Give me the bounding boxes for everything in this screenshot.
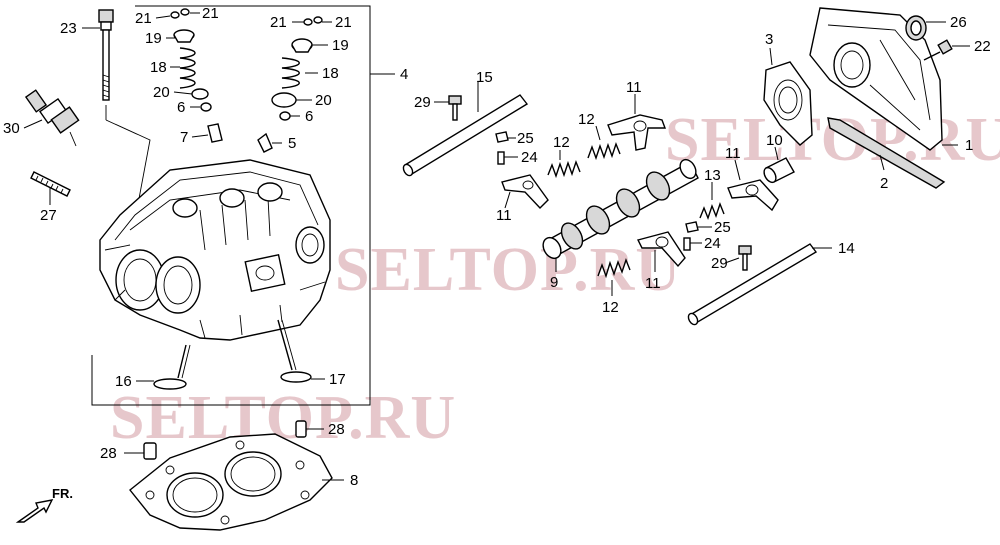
- callout-14: 14: [838, 240, 855, 257]
- rocker-arm-b: [607, 114, 667, 151]
- callout-12-left: 12: [553, 134, 570, 151]
- callout-30: 30: [3, 120, 20, 137]
- cover-bolt: [923, 39, 953, 61]
- exhaust-valve: [277, 319, 312, 383]
- callout-20-left: 20: [153, 84, 170, 101]
- adjust-nut-upper: [495, 131, 509, 143]
- callout-21-b: 21: [202, 5, 219, 22]
- rocker-arm-d: [636, 231, 686, 268]
- callout-16: 16: [115, 373, 132, 390]
- adjust-screw-lower: [683, 237, 691, 251]
- callout-22: 22: [974, 38, 991, 55]
- callout-25-lower: 25: [714, 219, 731, 236]
- spark-plug: [24, 89, 80, 147]
- callout-11-bottom: 11: [645, 275, 661, 292]
- callout-18-left: 18: [150, 59, 167, 76]
- callout-24-upper: 24: [521, 149, 538, 166]
- cam-cover: [809, 7, 943, 151]
- callout-11-top: 11: [626, 79, 642, 96]
- adjust-screw-upper: [497, 151, 505, 165]
- intake-valve: [153, 344, 191, 390]
- callout-21-a: 21: [135, 10, 152, 27]
- callout-28-right: 28: [328, 421, 345, 438]
- callout-9: 9: [550, 274, 558, 291]
- callout-10: 10: [766, 132, 783, 149]
- callout-23: 23: [60, 20, 77, 37]
- callout-13: 13: [704, 167, 721, 184]
- watermark-top-right: SELTOP.RU: [665, 106, 1000, 174]
- callout-17: 17: [329, 371, 346, 388]
- front-direction-label: FR.: [52, 486, 73, 501]
- valve-parts-left: [170, 8, 223, 143]
- adjust-nut-lower: [685, 221, 699, 233]
- spring-13: [699, 201, 725, 221]
- callout-29-upper: 29: [414, 94, 431, 111]
- shaft-bolt-lower: [738, 245, 752, 271]
- callout-5: 5: [288, 135, 296, 152]
- dowel-pin-right: [295, 420, 307, 438]
- cover-strip: [827, 117, 946, 189]
- spring-12-lower: [597, 257, 631, 279]
- callout-26: 26: [950, 14, 967, 31]
- valve-parts-right: [257, 16, 323, 153]
- callout-15: 15: [476, 69, 493, 86]
- callout-3: 3: [765, 31, 773, 48]
- callout-21-c: 21: [270, 14, 287, 31]
- callout-6-left: 6: [177, 99, 185, 116]
- head-bolt: [98, 9, 114, 101]
- stud-bolt: [30, 171, 71, 197]
- callout-12-bottom: 12: [602, 299, 619, 316]
- callout-27: 27: [40, 207, 57, 224]
- cover-gasket: [763, 61, 813, 146]
- rocker-arm-a: [501, 174, 549, 210]
- spring-12-upper-left: [547, 159, 581, 179]
- callout-29-lower: 29: [711, 255, 728, 272]
- camshaft: [542, 158, 699, 260]
- callout-20-right: 20: [315, 92, 332, 109]
- callout-8: 8: [350, 472, 358, 489]
- rocker-shaft-lower: [687, 243, 818, 326]
- callout-4: 4: [400, 66, 408, 83]
- callout-11-left: 11: [496, 207, 512, 224]
- group-bracket: [91, 5, 371, 406]
- callout-24-lower: 24: [704, 235, 721, 252]
- rocker-shaft-upper: [402, 94, 529, 177]
- callout-21-d: 21: [335, 14, 352, 31]
- oil-seal: [905, 15, 927, 41]
- callout-19-right: 19: [332, 37, 349, 54]
- callout-2: 2: [880, 175, 888, 192]
- callout-12-top: 12: [578, 111, 595, 128]
- front-direction-arrow: [15, 499, 54, 523]
- shaft-bolt-upper: [448, 95, 462, 121]
- cylinder-head: [99, 159, 331, 341]
- spring-12-upper-right: [587, 141, 621, 161]
- callout-28-left: 28: [100, 445, 117, 462]
- callout-1: 1: [965, 137, 973, 154]
- callout-6-right: 6: [305, 108, 313, 125]
- rocker-arm-c: [727, 179, 779, 212]
- callout-19-left: 19: [145, 30, 162, 47]
- head-gasket: [129, 433, 333, 531]
- callout-11-right: 11: [725, 145, 741, 162]
- callout-18-right: 18: [322, 65, 339, 82]
- callout-25-upper: 25: [517, 130, 534, 147]
- cam-bushing: [763, 157, 795, 184]
- callout-7: 7: [180, 129, 188, 146]
- dowel-pin-left: [143, 442, 157, 460]
